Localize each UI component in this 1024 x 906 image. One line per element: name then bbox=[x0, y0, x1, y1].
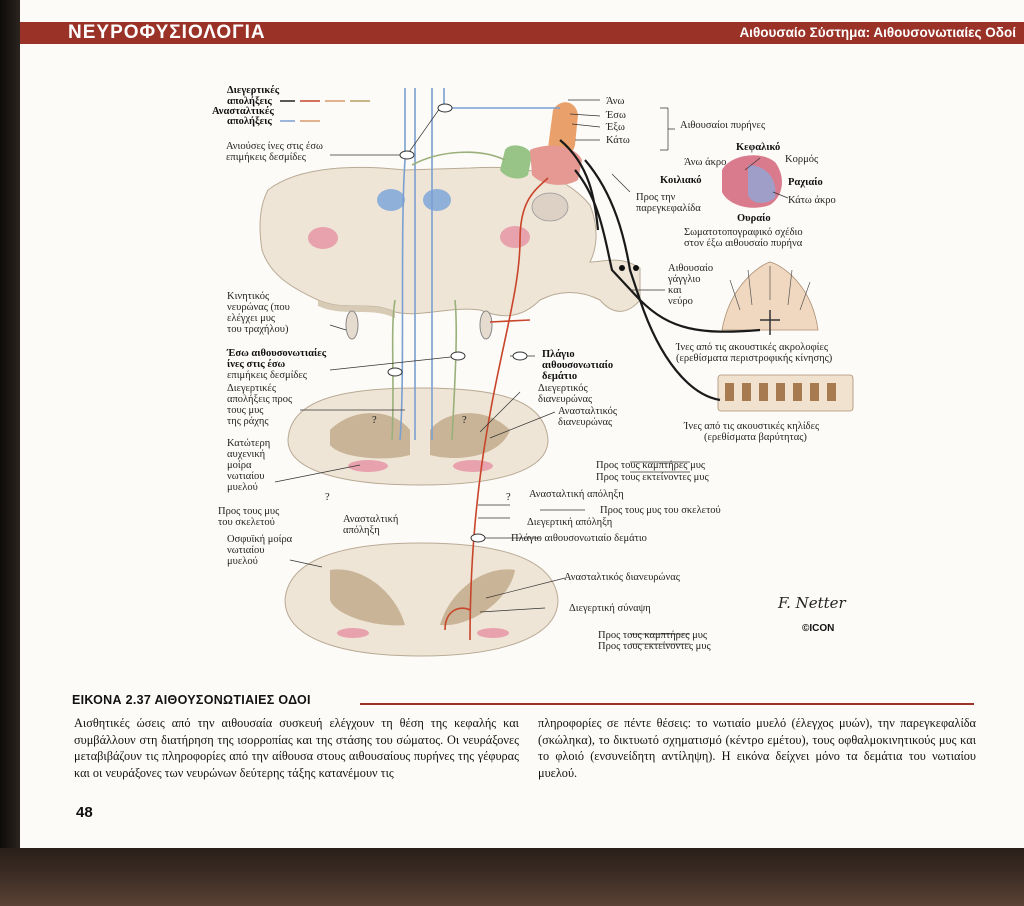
medial-longitudinal-fasciculus-blob bbox=[377, 189, 405, 211]
chapter-title: ΝΕΥΡΟΦΥΣΙΟΛΟΓΙΑ bbox=[68, 22, 266, 43]
figure-caption-title: ΕΙΚΟΝΑ 2.37 ΑΙΘΟΥΣΟΝΩΤΙΑΙΕΣ ΟΔΟΙ bbox=[72, 693, 311, 707]
figure-label: νωτιαίου bbox=[227, 471, 264, 482]
illustrator-signature: F. Netter bbox=[778, 594, 846, 612]
figure-label: (ερεθίσματα περιστροφικής κίνησης) bbox=[676, 353, 833, 364]
lateral-nucleus bbox=[530, 145, 582, 185]
caption-rule bbox=[360, 703, 974, 705]
figure-label: Κατώτερη bbox=[227, 438, 270, 449]
figure-label: τους μυς bbox=[227, 405, 264, 416]
caption-column-1: Αισθητικές ώσεις από την αιθουσαία συσκε… bbox=[74, 716, 519, 780]
figure-label: ? bbox=[325, 492, 330, 503]
book-spine-shadow bbox=[0, 0, 20, 848]
figure-label: Ανασταλτική bbox=[343, 514, 398, 525]
figure-label: Προς την bbox=[636, 192, 676, 203]
figure-label: στον έξω αιθουσαίο πυρήνα bbox=[684, 238, 803, 249]
figure-label: Έσω αιθουσονωτιαίες bbox=[226, 348, 327, 359]
caption-column-2: πληροφορίες σε πέντε θέσεις: το νωτιαίο … bbox=[538, 716, 976, 780]
legend-inh-2: απολήξεις bbox=[227, 115, 272, 127]
figure-label: Κινητικός bbox=[227, 291, 270, 302]
legend-exc-1: Διεγερτικές bbox=[227, 85, 280, 96]
figure-label: αυχενική bbox=[227, 449, 265, 460]
figure-label: Σωματοτοπογραφικό σχέδιο bbox=[684, 227, 803, 238]
figure-label: μοίρα bbox=[227, 460, 252, 471]
inferior-nucleus bbox=[531, 192, 569, 222]
figure-label: Προς τους εκτείνοντες μυς bbox=[598, 641, 711, 652]
figure-label: Ανασταλτικός bbox=[558, 406, 618, 417]
chapter-header-bar: ΝΕΥΡΟΦΥΣΙΟΛΟΓΙΑ Αιθουσαίο Σύστημα: Αιθου… bbox=[20, 22, 1024, 44]
figure-label: Ανασταλτική απόληξη bbox=[529, 489, 624, 500]
vestibulospinal-figure: Διεγερτικές απολήξεις Ανασταλτικές απολή… bbox=[212, 85, 854, 657]
figure-label: Κεφαλικό bbox=[736, 142, 780, 153]
figure-label: Αιθουσαίοι πυρήνες bbox=[680, 120, 766, 131]
figure-label: επιμήκεις δεσμίδες bbox=[227, 370, 308, 381]
figure-label: του τραχήλου) bbox=[227, 324, 289, 335]
figure-label: νευρώνας (που bbox=[227, 302, 290, 313]
figure-label: Ουραίο bbox=[737, 213, 771, 224]
figure-label: Διεγερτική σύναψη bbox=[569, 603, 651, 614]
figure-label: Άνω bbox=[606, 96, 625, 107]
figure-label: Διεγερτικές bbox=[227, 383, 277, 394]
figure-label: επιμήκεις δεσμίδες bbox=[226, 152, 307, 163]
figure-label: γάγγλιο bbox=[667, 274, 700, 285]
figure-label: Έξω bbox=[605, 122, 625, 133]
figure-label: ελέγχει μυς bbox=[227, 313, 276, 324]
figure-label: νεύρο bbox=[668, 296, 693, 307]
figure-label: αιθουσονωτιαίο bbox=[542, 360, 613, 371]
figure-label: ίνες στις έσω bbox=[227, 359, 286, 370]
figure-label: Οσφυϊκή μοίρα bbox=[227, 534, 293, 545]
figure-label: ? bbox=[506, 492, 511, 503]
medial-nucleus bbox=[500, 145, 532, 179]
figure-label: Κορμός bbox=[785, 154, 819, 165]
figure-label: Πλάγιο αιθουσονωτιαίο δεμάτιο bbox=[511, 533, 647, 544]
figure-label: απόληξη bbox=[343, 525, 380, 536]
figure-label: Έσω bbox=[605, 110, 626, 121]
figure-label: μυελού bbox=[227, 556, 258, 567]
figure-label: Ίνες από τις ακουστικές ακρολοφίες bbox=[675, 342, 829, 353]
lumbar-cord-section bbox=[284, 542, 559, 657]
figure-label: Προς τους μυς bbox=[218, 506, 280, 517]
figure-label: Άνω άκρο bbox=[684, 157, 726, 168]
figure-label: Ανιούσες ίνες στις έσω bbox=[226, 141, 323, 152]
figure-label: Πλάγιο bbox=[542, 349, 575, 360]
pyramid-blob bbox=[308, 227, 338, 249]
figure-label: Ίνες από τις ακουστικές κηλίδες bbox=[683, 421, 820, 432]
figure-label: Ραχιαίο bbox=[788, 177, 823, 188]
page-number: 48 bbox=[76, 804, 93, 821]
background-surface bbox=[0, 848, 1024, 906]
figure-label: του σκελετού bbox=[218, 517, 275, 528]
figure-label: Διεγερτικός bbox=[538, 383, 588, 394]
figure-label: Κάτω bbox=[606, 135, 630, 146]
figure-label: Αιθουσαίο bbox=[668, 263, 713, 274]
superior-nucleus bbox=[548, 102, 578, 157]
figure-label: διανευρώνας bbox=[558, 417, 613, 428]
figure-label: της ράχης bbox=[227, 416, 269, 427]
figure-label: Προς τους καμπτήρες μυς bbox=[596, 460, 706, 471]
icon-logo: ©ICON bbox=[802, 623, 835, 634]
figure-label: Κάτω άκρο bbox=[788, 195, 836, 206]
macula bbox=[717, 374, 854, 412]
legend-exc-2: απολήξεις bbox=[227, 95, 272, 107]
figure-label: διανευρώνας bbox=[538, 394, 593, 405]
figure-label: Προς τους εκτείνοντες μυς bbox=[596, 472, 709, 483]
figure-label: Ανασταλτικός διανευρώνας bbox=[564, 572, 681, 583]
figure-label: απολήξεις προς bbox=[227, 394, 293, 405]
figure-label: παρεγκεφαλίδα bbox=[636, 203, 701, 214]
figure-label: Προς τους καμπτήρες μυς bbox=[598, 630, 708, 641]
figure-labels: Διεγερτικές απολήξεις Ανασταλτικές απολή… bbox=[212, 85, 836, 652]
figure-label: ? bbox=[372, 415, 377, 426]
figure-label: Κοιλιακό bbox=[660, 175, 702, 186]
figure-label: νωτιαίου bbox=[227, 545, 264, 556]
book-page: ΝΕΥΡΟΦΥΣΙΟΛΟΓΙΑ Αιθουσαίο Σύστημα: Αιθου… bbox=[20, 0, 1024, 848]
figure-label: Διεγερτική απόληξη bbox=[527, 517, 612, 528]
figure-label: ? bbox=[462, 415, 467, 426]
figure-label: Προς τους μυς του σκελετού bbox=[600, 505, 721, 516]
figure-label: (ερεθίσματα βαρύτητας) bbox=[704, 432, 807, 443]
figure-label: μυελού bbox=[227, 482, 258, 493]
figure-label: και bbox=[668, 285, 682, 296]
section-title: Αιθουσαίο Σύστημα: Αιθουσονωτιαίες Οδοί bbox=[739, 25, 1016, 40]
cervical-motor-neuron bbox=[345, 310, 359, 340]
legend-inh-1: Ανασταλτικές bbox=[212, 106, 274, 117]
figure-label: δεμάτιο bbox=[542, 371, 577, 382]
